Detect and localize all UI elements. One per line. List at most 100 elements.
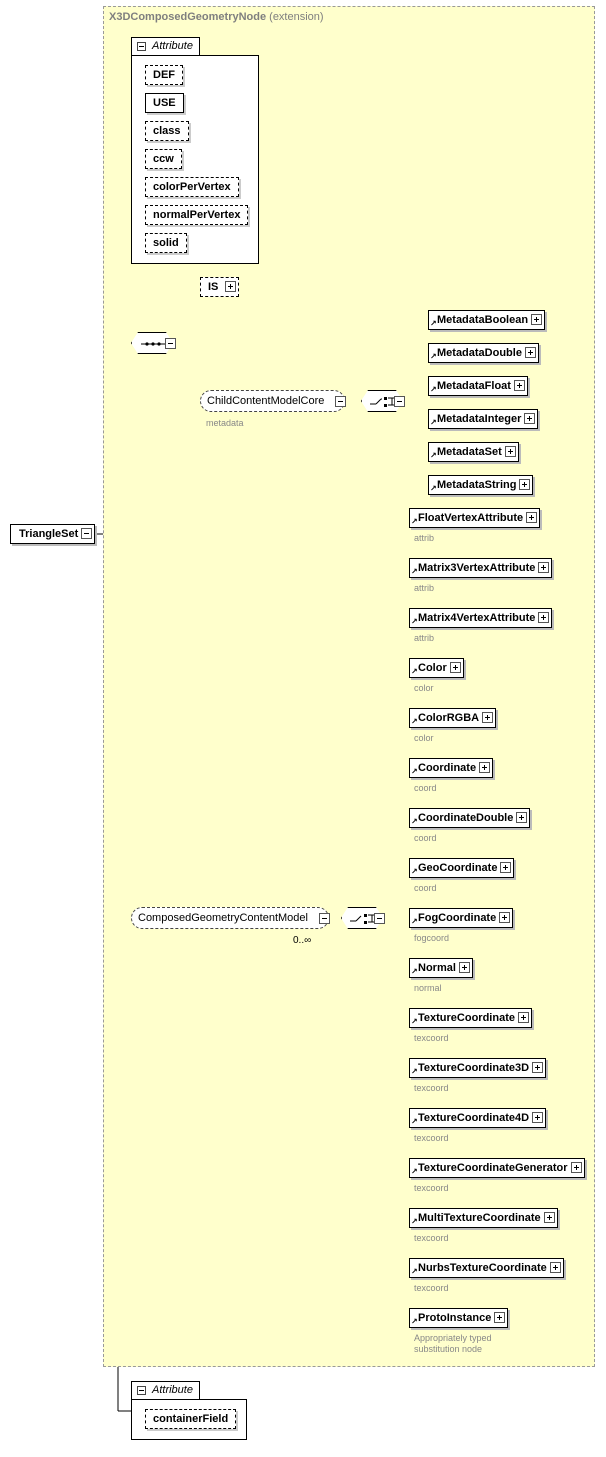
reference-arrow-icon: ↗	[411, 617, 418, 626]
content-element-fogcoordinate[interactable]: ↗FogCoordinate	[409, 908, 514, 928]
expand-icon[interactable]	[516, 812, 528, 823]
attribute-normalpervertex[interactable]: normalPerVertex	[145, 205, 249, 225]
metadata-element-metadataboolean[interactable]: ↗MetadataBoolean	[428, 310, 546, 330]
expand-icon[interactable]	[531, 314, 543, 325]
content-element-normal[interactable]: ↗Normal	[409, 958, 473, 978]
content-element-sub-label: color	[414, 733, 434, 743]
content-element-multitexturecoordinate[interactable]: ↗MultiTextureCoordinate	[409, 1208, 558, 1228]
attribute-tab-top[interactable]: Attribute	[131, 37, 200, 57]
content-element-coordinate[interactable]: ↗Coordinate	[409, 758, 494, 778]
expand-icon[interactable]	[225, 281, 237, 292]
expand-icon[interactable]	[479, 762, 491, 773]
metadata-element-metadatainteger[interactable]: ↗MetadataInteger	[428, 409, 539, 429]
reference-arrow-icon: ↗	[430, 385, 437, 394]
metadata-element-metadatadouble[interactable]: ↗MetadataDouble	[428, 343, 539, 363]
content-element-sub-label: fogcoord	[414, 933, 450, 943]
content-element-protoinstance[interactable]: ↗ProtoInstance	[409, 1308, 509, 1328]
content-element-label: NurbsTextureCoordinate	[418, 1262, 547, 1274]
reference-arrow-icon: ↗	[411, 517, 418, 526]
expand-icon[interactable]	[517, 1012, 529, 1023]
expand-icon[interactable]	[524, 413, 536, 424]
metadata-element-metadatafloat[interactable]: ↗MetadataFloat	[428, 376, 528, 396]
content-element-sub-label: texcoord	[414, 1033, 449, 1043]
group-composedgeometrycontentmodel[interactable]: ComposedGeometryContentModel	[131, 907, 329, 929]
sequence-compositor-icon	[141, 342, 165, 346]
expand-icon[interactable]	[482, 712, 494, 723]
content-element-sub-label: attrib	[414, 633, 435, 643]
collapse-icon[interactable]	[374, 913, 385, 924]
expand-icon[interactable]	[499, 912, 511, 923]
content-element-texturecoordinategenerator[interactable]: ↗TextureCoordinateGenerator	[409, 1158, 585, 1178]
collapse-icon[interactable]	[319, 913, 330, 924]
content-element-color[interactable]: ↗Color	[409, 658, 464, 678]
content-element-matrix4vertexattribute[interactable]: ↗Matrix4VertexAttribute	[409, 608, 553, 628]
extension-title: X3DComposedGeometryNode (extension)	[109, 11, 324, 23]
content-element-label: Normal	[418, 962, 456, 974]
content-element-floatvertexattribute[interactable]: ↗FloatVertexAttribute	[409, 508, 541, 528]
attribute-class[interactable]: class	[145, 121, 189, 141]
reference-arrow-icon: ↗	[411, 817, 418, 826]
expand-icon[interactable]	[538, 612, 550, 623]
reference-arrow-icon: ↗	[411, 1117, 418, 1126]
attribute-containerfield[interactable]: containerField	[145, 1409, 237, 1429]
expand-icon[interactable]	[549, 1262, 561, 1273]
attribute-colorpervertex[interactable]: colorPerVertex	[145, 177, 239, 197]
reference-arrow-icon: ↗	[411, 1017, 418, 1026]
attribute-def[interactable]: DEF	[145, 65, 183, 85]
element-is[interactable]: IS	[200, 277, 240, 297]
group-childcontentmodelcore[interactable]: ChildContentModelCore	[200, 390, 346, 412]
content-element-label: Coordinate	[418, 762, 477, 774]
reference-arrow-icon: ↗	[430, 484, 437, 493]
expand-icon[interactable]	[524, 347, 536, 358]
metadata-element-metadataset[interactable]: ↗MetadataSet	[428, 442, 519, 462]
attribute-solid[interactable]: solid	[145, 233, 187, 253]
collapse-icon[interactable]	[335, 396, 346, 407]
content-element-texturecoordinate4d[interactable]: ↗TextureCoordinate4D	[409, 1108, 547, 1128]
content-element-matrix3vertexattribute[interactable]: ↗Matrix3VertexAttribute	[409, 558, 553, 578]
collapse-icon[interactable]	[137, 42, 146, 51]
collapse-icon[interactable]	[165, 338, 176, 349]
expand-icon[interactable]	[543, 1212, 555, 1223]
attribute-tab-label: Attribute	[152, 40, 193, 52]
content-element-sub-label: coord	[414, 833, 437, 843]
expand-icon[interactable]	[513, 380, 525, 391]
root-element-triangleset[interactable]: TriangleSet	[10, 524, 96, 544]
attribute-tab-label-bottom: Attribute	[152, 1384, 193, 1396]
content-element-nurbstexturecoordinate[interactable]: ↗NurbsTextureCoordinate	[409, 1258, 564, 1278]
collapse-icon[interactable]	[137, 1386, 146, 1395]
expand-icon[interactable]	[458, 962, 470, 973]
content-element-label: Matrix3VertexAttribute	[418, 562, 536, 574]
metadata-element-metadatastring[interactable]: ↗MetadataString	[428, 475, 534, 495]
reference-arrow-icon: ↗	[411, 1317, 418, 1326]
group-composed-label: ComposedGeometryContentModel	[138, 912, 308, 924]
reference-arrow-icon: ↗	[411, 917, 418, 926]
choice-compositor-metadata[interactable]	[361, 390, 403, 412]
content-element-geocoordinate[interactable]: ↗GeoCoordinate	[409, 858, 515, 878]
content-element-texturecoordinate3d[interactable]: ↗TextureCoordinate3D	[409, 1058, 547, 1078]
content-element-sub-label: texcoord	[414, 1233, 449, 1243]
expand-icon[interactable]	[532, 1062, 544, 1073]
expand-icon[interactable]	[532, 1112, 544, 1123]
expand-icon[interactable]	[500, 862, 512, 873]
content-element-coordinatedouble[interactable]: ↗CoordinateDouble	[409, 808, 531, 828]
content-element-colorrgba[interactable]: ↗ColorRGBA	[409, 708, 497, 728]
expand-icon[interactable]	[519, 479, 531, 490]
reference-arrow-icon: ↗	[411, 717, 418, 726]
expand-icon[interactable]	[449, 662, 461, 673]
expand-icon[interactable]	[504, 446, 516, 457]
expand-icon[interactable]	[494, 1312, 506, 1323]
expand-icon[interactable]	[526, 512, 538, 523]
attribute-ccw[interactable]: ccw	[145, 149, 182, 169]
collapse-icon[interactable]	[394, 396, 405, 407]
expand-icon[interactable]	[538, 562, 550, 573]
content-element-sub-label: coord	[414, 883, 437, 893]
content-element-label: Color	[418, 662, 447, 674]
reference-arrow-icon: ↗	[411, 767, 418, 776]
attribute-tab-bottom[interactable]: Attribute	[131, 1381, 200, 1401]
content-element-texturecoordinate[interactable]: ↗TextureCoordinate	[409, 1008, 532, 1028]
expand-icon[interactable]	[570, 1162, 582, 1173]
attribute-use[interactable]: USE	[145, 93, 184, 113]
collapse-icon[interactable]	[81, 528, 93, 539]
content-element-sub-label: Appropriately typed substitution node	[414, 1333, 492, 1354]
content-element-label: TextureCoordinate3D	[418, 1062, 530, 1074]
